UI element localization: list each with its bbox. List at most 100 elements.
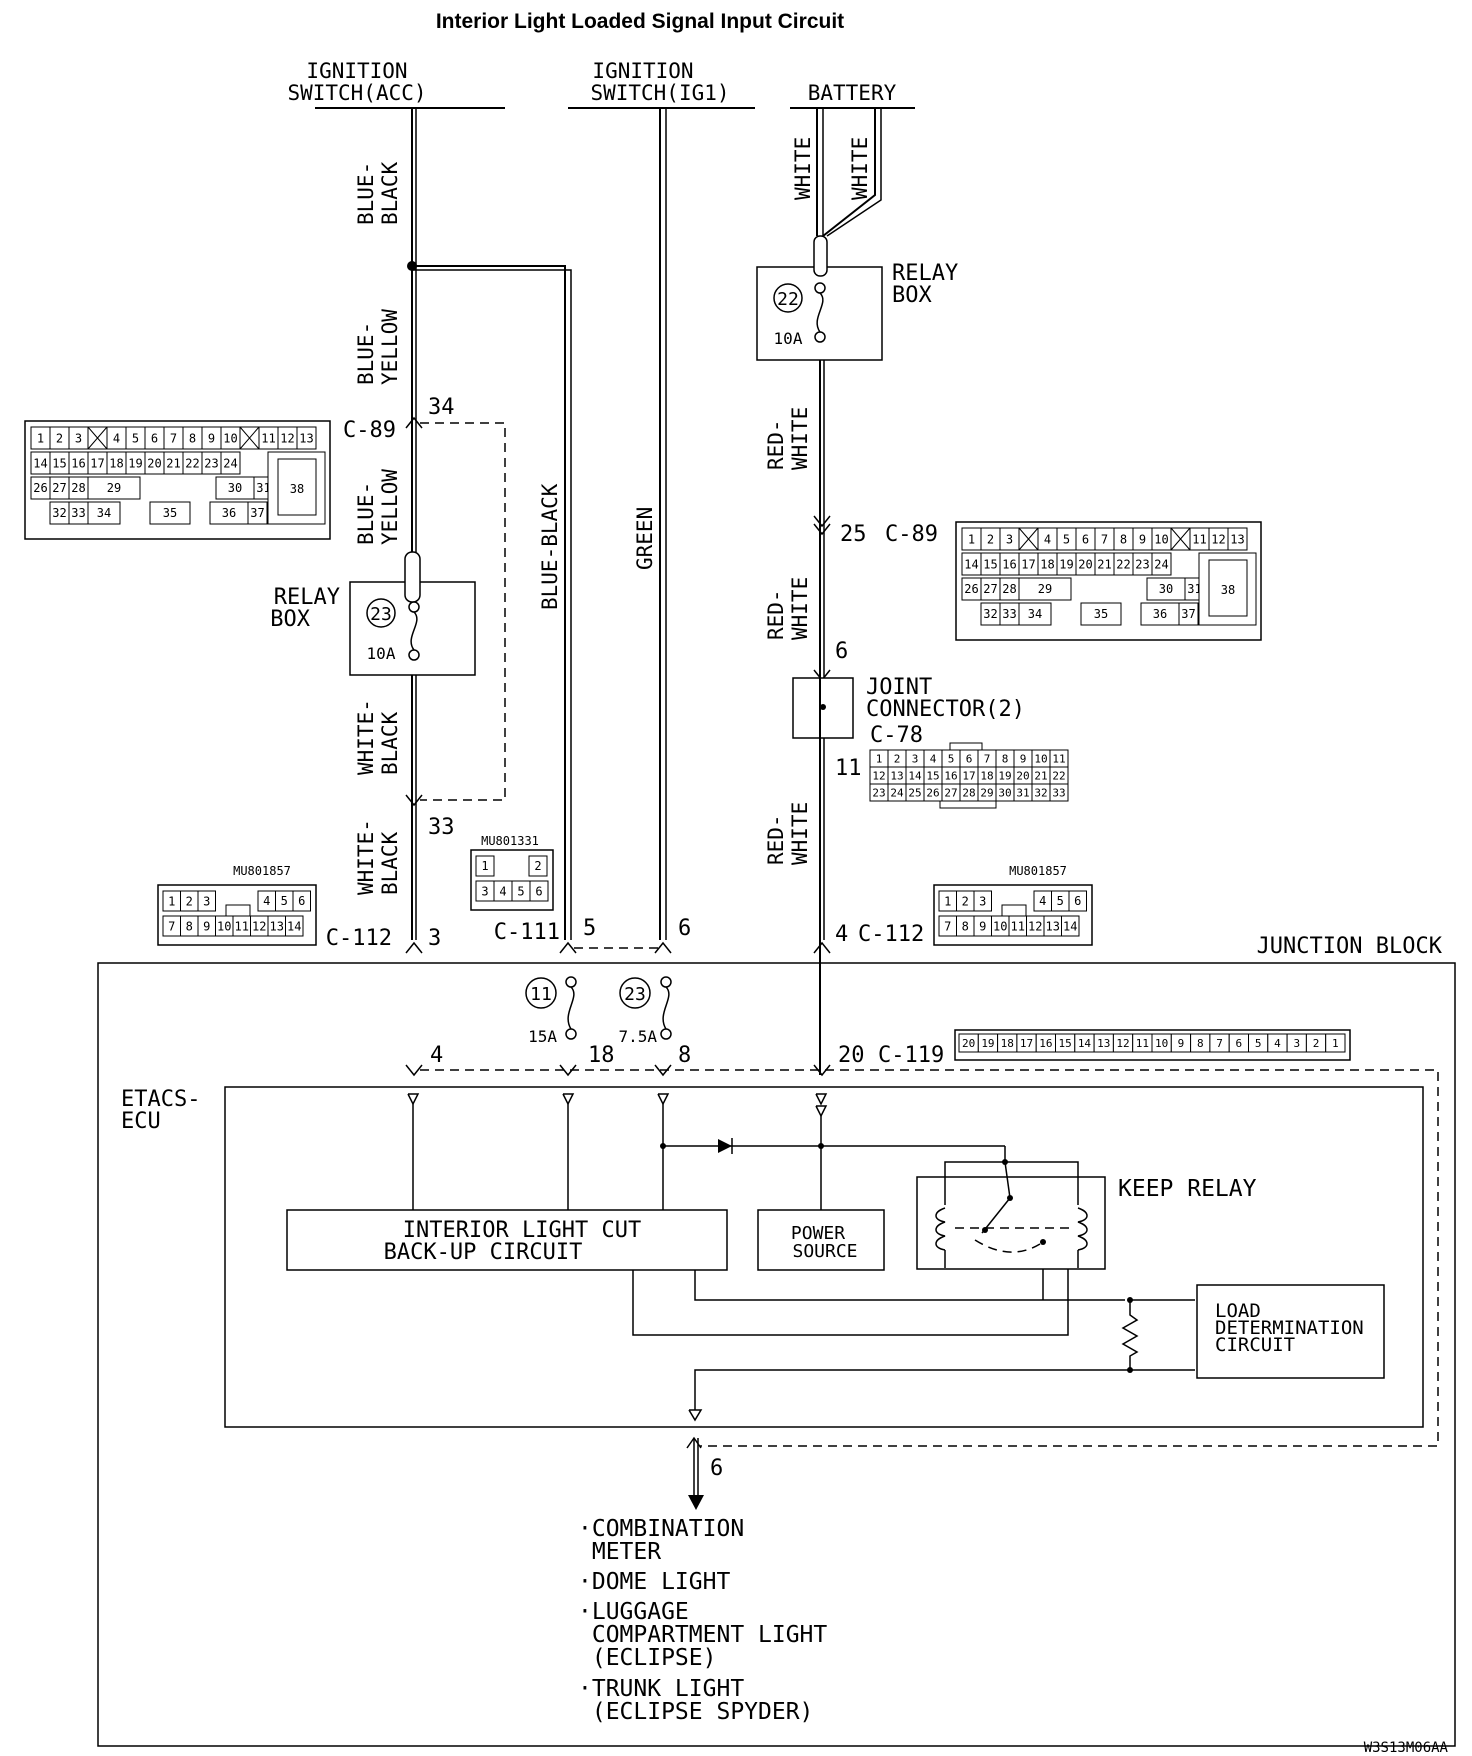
c78-pin-label: 4 bbox=[930, 752, 937, 765]
c89-pin-label: 18 bbox=[1040, 557, 1054, 571]
c78-pin-label: 24 bbox=[890, 786, 904, 799]
relay-box-right-line1: RELAY bbox=[892, 261, 958, 286]
c89-pin-label: 36 bbox=[222, 506, 236, 520]
wire-color-blue-black-1b: BLACK bbox=[378, 161, 402, 225]
relay-box-right-line2: BOX bbox=[892, 283, 932, 308]
fuse-11-badge bbox=[525, 977, 557, 1009]
etacs-ecu-line2: ECU bbox=[121, 1109, 161, 1134]
wire-color-white-black-2a: WHITE- bbox=[354, 819, 378, 895]
c112-pin-label: 3 bbox=[979, 894, 986, 908]
c112-pin-label: 8 bbox=[962, 919, 969, 933]
c89-cell bbox=[1151, 552, 1172, 576]
c89-pin-label: 29 bbox=[1038, 582, 1052, 596]
etacs-ecu-line1: ETACS- bbox=[121, 1087, 200, 1112]
c89-pin-label: 15 bbox=[983, 557, 997, 571]
wire-color-green: GREEN bbox=[633, 507, 657, 570]
c78-pin-label: 29 bbox=[980, 786, 993, 799]
c89-pin-label: 2 bbox=[56, 431, 63, 445]
relay-box-left: 23 10A RELAY BOX bbox=[270, 551, 476, 676]
c89-pin-label: 12 bbox=[280, 431, 294, 445]
load-circuit-line1: LOAD bbox=[1215, 1300, 1261, 1322]
c89-pin-label: 19 bbox=[1059, 557, 1073, 571]
c112-pin-label: 14 bbox=[287, 919, 301, 933]
c89-pin-label: 22 bbox=[185, 456, 199, 470]
wire-color-blue-black-1a: BLUE- bbox=[354, 162, 378, 225]
connector-c78-label: C-78 bbox=[870, 723, 923, 748]
pin-33: 33 bbox=[428, 815, 455, 840]
c112-latch bbox=[225, 904, 251, 917]
pin-11: 11 bbox=[835, 756, 862, 781]
c119-pin-label: 9 bbox=[1178, 1037, 1185, 1050]
interior-circuit-line2: BACK-UP CIRCUIT bbox=[384, 1240, 583, 1265]
fuse-23-symbol bbox=[410, 611, 418, 651]
junction-block-outline bbox=[97, 962, 1456, 1747]
etacs-ecu: ETACS- ECU bbox=[121, 1086, 1424, 1428]
wire-color-blue-yellow-2b: YELLOW bbox=[378, 469, 402, 545]
c89-pin-label: 27 bbox=[52, 481, 66, 495]
c89-pin-label: 31 bbox=[256, 481, 270, 495]
figure-code: W3S13M06AA bbox=[1364, 1740, 1449, 1756]
c89-pin-label: 21 bbox=[166, 456, 180, 470]
c119-pin-label: 3 bbox=[1293, 1037, 1300, 1050]
connector-c89-right-label: C-89 bbox=[885, 522, 938, 547]
c119-pin-label: 14 bbox=[1078, 1037, 1092, 1050]
c119-pin-label: 13 bbox=[1097, 1037, 1110, 1050]
pin-4-battery: 4 bbox=[835, 922, 848, 947]
c78-pin-label: 13 bbox=[890, 769, 903, 782]
c119-cell bbox=[1325, 1033, 1346, 1053]
relay-switch-arm bbox=[981, 1197, 1011, 1234]
c78-pin-label: 1 bbox=[876, 752, 883, 765]
wire-color-red-white-2a: RED- bbox=[764, 589, 788, 640]
c89-pin-label: 24 bbox=[223, 456, 237, 470]
c111-pin-label: 2 bbox=[534, 859, 541, 873]
wire-color-red-white-1b: WHITE bbox=[788, 407, 812, 470]
fuse-23-jb-rating: 7.5A bbox=[618, 1027, 657, 1046]
c78-pin-label: 17 bbox=[962, 769, 975, 782]
load-circuit-line3: CIRCUIT bbox=[1215, 1334, 1295, 1356]
c112-pin-label: 13 bbox=[270, 919, 284, 933]
c112-pin-label: 5 bbox=[1057, 894, 1064, 908]
connector-c111-label: C-111 bbox=[494, 920, 560, 945]
ecu-internal-wiring bbox=[407, 1093, 1195, 1422]
c78-pin-label: 7 bbox=[984, 752, 991, 765]
c78-pin-label: 30 bbox=[998, 786, 1011, 799]
pin-6-output: 6 bbox=[710, 1456, 723, 1481]
output-luggage-line1: ·LUGGAGE bbox=[578, 1599, 689, 1625]
c112-cell bbox=[1068, 890, 1087, 912]
interior-light-cut-box: INTERIOR LIGHT CUT BACK-UP CIRCUIT bbox=[286, 1209, 728, 1271]
c89-pin-label: 37 bbox=[250, 506, 264, 520]
connector-marks bbox=[405, 416, 831, 1077]
c89-pin-label: 31 bbox=[1187, 582, 1201, 596]
c112-pin-label: 3 bbox=[203, 894, 210, 908]
c89-pin-label: 30 bbox=[228, 481, 242, 495]
jb-fuse-23: 23 7.5A bbox=[618, 976, 672, 1046]
connector-c112-left-label: C-112 bbox=[326, 926, 392, 951]
power-source-line1: POWER bbox=[791, 1223, 845, 1244]
pin-3: 3 bbox=[428, 926, 441, 951]
output-loads-list: ·COMBINATION METER ·DOME LIGHT ·LUGGAGE … bbox=[578, 1516, 827, 1725]
output-combination-line1: ·COMBINATION bbox=[578, 1516, 744, 1542]
c111-cell bbox=[528, 855, 548, 877]
fuse-23-jb-badge bbox=[619, 977, 651, 1009]
c119-dashed-link bbox=[420, 1069, 1439, 1447]
c112-pin-label: 9 bbox=[203, 919, 210, 933]
c112-pin-label: 1 bbox=[168, 894, 175, 908]
c112-pin-label: 1 bbox=[944, 894, 951, 908]
c111-pin-label: 6 bbox=[535, 884, 542, 898]
fuse-11-rating: 15A bbox=[528, 1027, 557, 1046]
c112-pin-label: 11 bbox=[235, 919, 249, 933]
c119-pin-label: 5 bbox=[1255, 1037, 1262, 1050]
pin-labels: 34 C-89 33 3 C-112 C-111 5 6 25 C-89 6 C… bbox=[326, 395, 944, 1481]
c112-cell bbox=[973, 890, 992, 912]
c89-cell bbox=[1080, 602, 1122, 626]
c112-cell bbox=[292, 890, 311, 912]
c89-pin-label: 34 bbox=[97, 506, 111, 520]
connector-c89-left-label: C-89 bbox=[343, 418, 396, 443]
c89-pin-label: 32 bbox=[983, 607, 997, 621]
keep-relay-label: KEEP RELAY bbox=[1118, 1176, 1257, 1202]
c89-pin-label: 23 bbox=[204, 456, 218, 470]
c112-cell bbox=[197, 890, 216, 912]
c78-pin-label: 14 bbox=[908, 769, 922, 782]
